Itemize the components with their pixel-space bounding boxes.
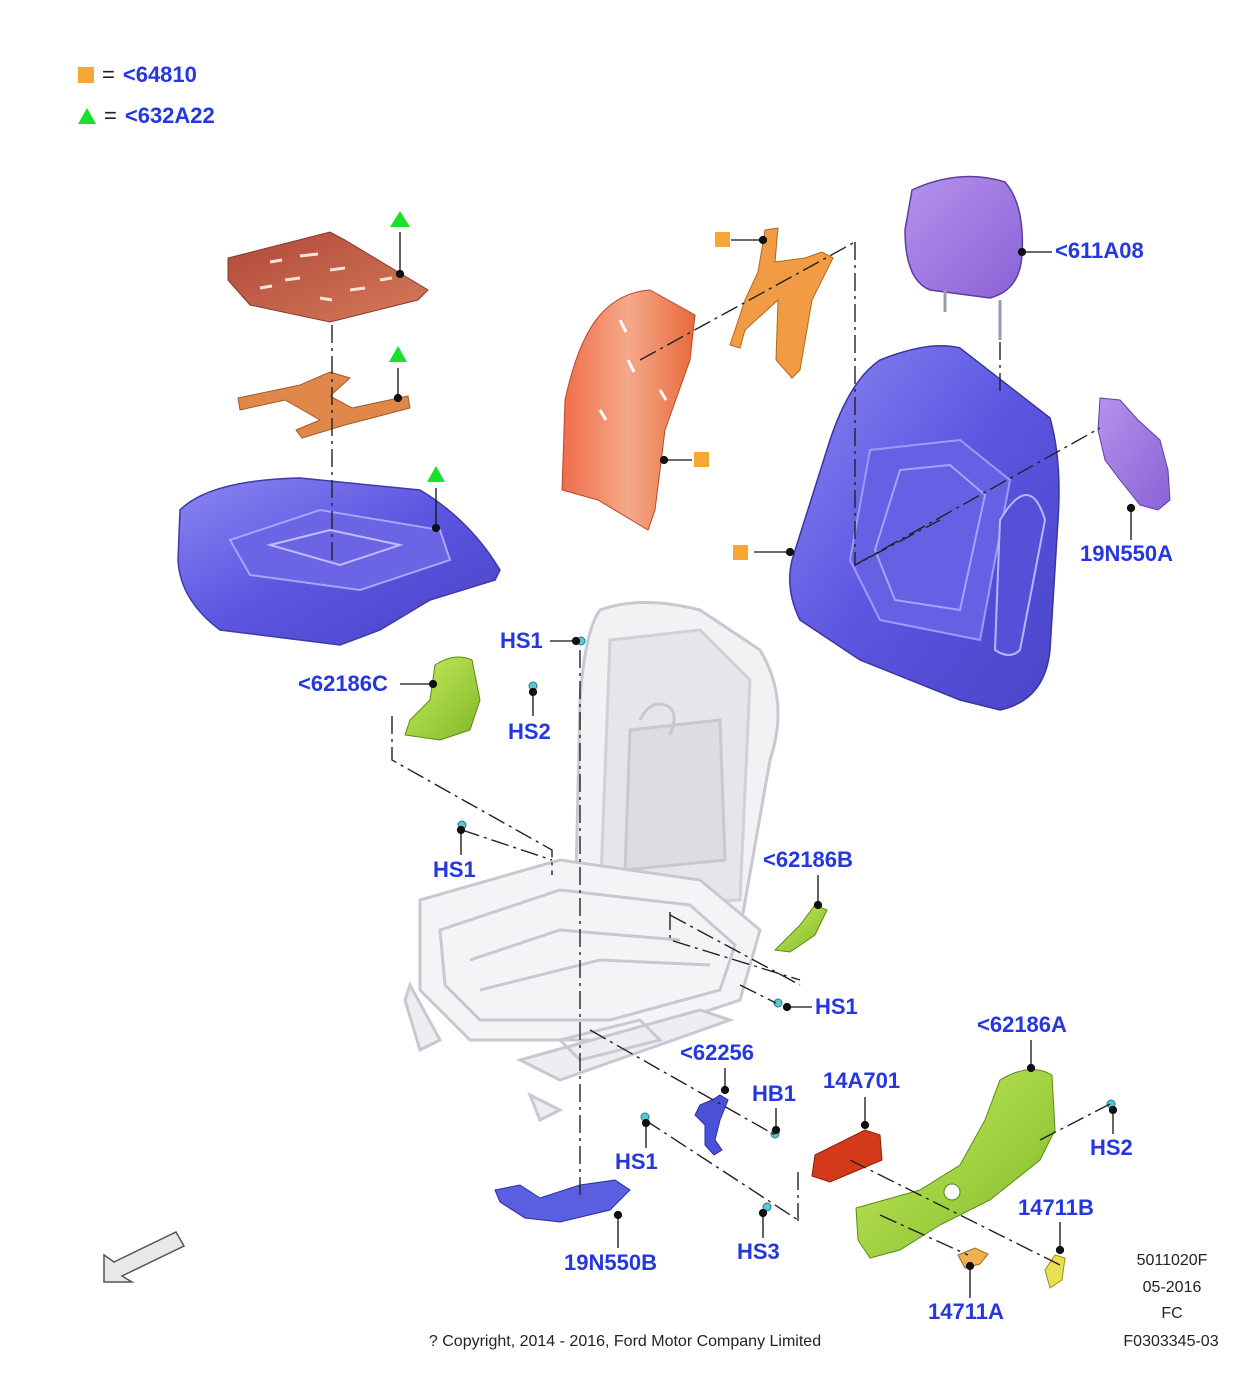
footer-date: 05-2016 — [1142, 1279, 1202, 1296]
orange-square-icon — [78, 67, 94, 83]
label-hb1: HB1 — [752, 1081, 797, 1106]
legend-equals: = — [104, 103, 117, 128]
green-triangle-icon — [427, 466, 445, 482]
knob-14711b — [1044, 1254, 1066, 1289]
label-shield-b: <62186B — [763, 847, 853, 872]
base-motor — [494, 1179, 631, 1223]
label-hs1-right: HS1 — [815, 994, 858, 1019]
assembly-lines — [331, 241, 1111, 1266]
label-hs2-right: HS2 — [1090, 1135, 1133, 1160]
legend-row-triangle: = <632A22 — [78, 103, 215, 129]
label-hs1-left: HS1 — [433, 857, 476, 882]
label-headrest: <611A08 — [1055, 238, 1144, 263]
orange-square-icon — [715, 232, 730, 247]
backrest-upper-pad — [729, 227, 834, 379]
label-part-62256: <62256 — [680, 1040, 755, 1065]
green-triangle-icon — [389, 346, 407, 362]
lumbar-motor — [1097, 397, 1171, 511]
seat-cushion — [177, 477, 501, 646]
green-triangle-icon — [390, 211, 410, 227]
label-shield-c: <62186C — [298, 671, 388, 696]
legend-value: <632A22 — [124, 103, 215, 128]
legend-equals: = — [102, 62, 115, 87]
shield-c — [404, 656, 481, 741]
legend-value: <64810 — [122, 62, 197, 87]
shield-b — [773, 904, 828, 953]
footer-code: 5011020F — [1136, 1252, 1208, 1269]
label-motor-base: 19N550B — [564, 1250, 657, 1275]
headrest — [904, 175, 1024, 340]
label-hs2-left: HS2 — [508, 719, 551, 744]
direction-arrow-icon — [103, 1231, 186, 1283]
label-motor-back: 19N550A — [1080, 541, 1173, 566]
orange-square-icon — [733, 545, 748, 560]
backrest-heater-pad — [561, 289, 696, 531]
copyright-text: ? Copyright, 2014 - 2016, Ford Motor Com… — [428, 1333, 822, 1350]
seat-frame — [403, 601, 780, 1123]
label-hs1-bottom: HS1 — [615, 1149, 658, 1174]
knob-14711a — [957, 1247, 989, 1269]
switch-module — [811, 1129, 883, 1183]
bracket-62256 — [694, 1094, 729, 1156]
cushion-center-pad — [237, 371, 411, 439]
footer-fc: FC — [1161, 1305, 1183, 1322]
legend-row-square: = <64810 — [78, 62, 197, 88]
label-part-14711a: 14711A — [928, 1299, 1004, 1324]
reference-symbols — [389, 211, 748, 560]
shield-a — [855, 1069, 1056, 1259]
leader-lines — [393, 232, 1136, 1298]
label-part-14a701: 14A701 — [823, 1068, 901, 1093]
label-hs1-top: HS1 — [500, 628, 543, 653]
backrest — [789, 344, 1060, 711]
green-triangle-icon — [78, 108, 96, 124]
label-shield-a: <62186A — [977, 1012, 1067, 1037]
label-hs3: HS3 — [737, 1239, 780, 1264]
label-part-14711b: 14711B — [1018, 1195, 1094, 1220]
orange-square-icon — [694, 452, 709, 467]
cushion-heater-pad — [227, 231, 429, 323]
footer-ref: F0303345-03 — [1123, 1333, 1219, 1350]
